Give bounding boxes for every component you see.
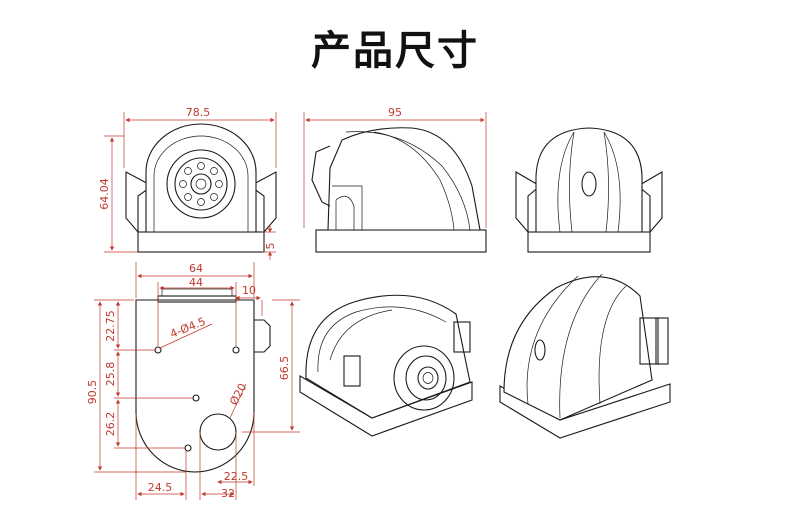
- dim-bottom-width: 64: [189, 262, 203, 275]
- dim-front-height: 64.04: [98, 178, 111, 210]
- dim-seg-mid: 25.8: [104, 362, 117, 387]
- dim-total-height: 90.5: [86, 380, 99, 405]
- front-view: 78.5 64.04: [98, 106, 277, 253]
- side-view: 95 5: [262, 106, 487, 260]
- dim-side-width: 95: [388, 106, 402, 119]
- dim-seg-low: 26.2: [104, 412, 117, 437]
- dim-front-width: 78.5: [186, 106, 211, 119]
- dim-lens-span: 32: [221, 487, 235, 500]
- dim-lens-offset: 22.5: [224, 470, 249, 483]
- dim-base-height: 5: [264, 243, 277, 250]
- dim-half-width: 24.5: [148, 481, 173, 494]
- bottom-view: 64 44 10 4-Ø4.5 90.5 22.75 25.8 26.2 66.…: [86, 262, 300, 500]
- iso-view-front: [299, 294, 473, 437]
- dim-seg-top: 22.75: [104, 310, 117, 342]
- page-title: 产品尺寸: [311, 28, 479, 74]
- rear-view: [515, 127, 663, 253]
- dim-side-height: 66.5: [278, 356, 291, 381]
- iso-view-rear: [499, 273, 671, 439]
- dim-hole-span: 44: [189, 276, 203, 289]
- dim-notch: 10: [242, 284, 256, 297]
